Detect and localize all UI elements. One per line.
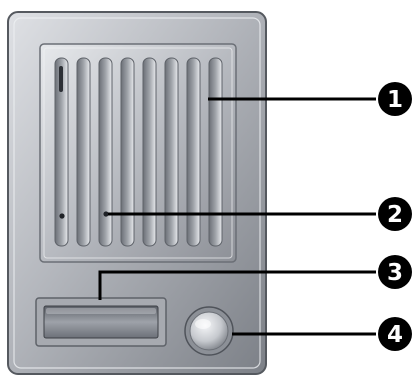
callout-2-number: 2 bbox=[387, 202, 403, 228]
name-plate bbox=[36, 298, 166, 346]
callout-1-number: 1 bbox=[387, 87, 403, 113]
callout-4-number: 4 bbox=[387, 322, 403, 348]
indicator-mark bbox=[59, 66, 63, 92]
speaker-grille bbox=[40, 44, 236, 262]
callout-3-number: 3 bbox=[387, 260, 403, 286]
call-button[interactable] bbox=[185, 307, 233, 355]
